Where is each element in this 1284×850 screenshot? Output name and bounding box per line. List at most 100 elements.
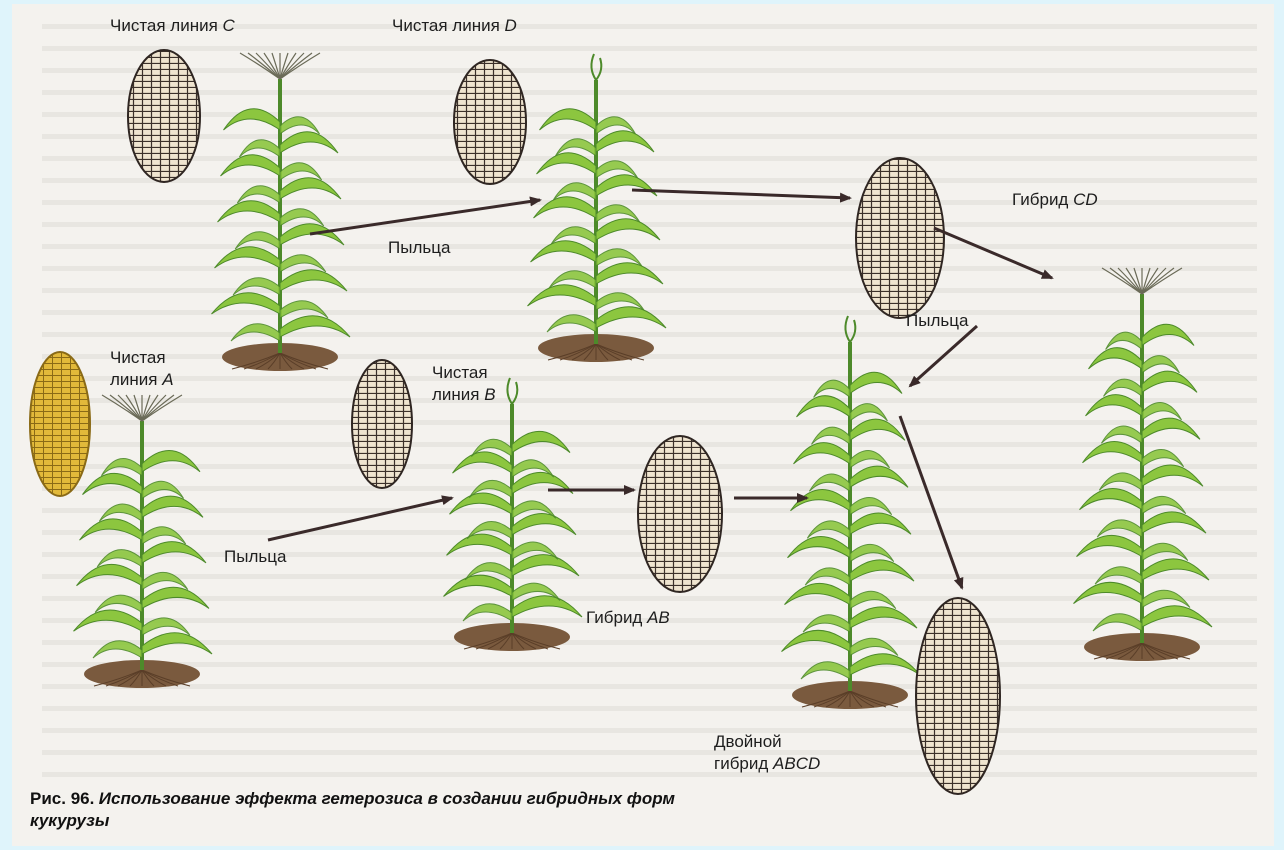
- caption-line-1: Рис. 96. Использование эффекта гетерозис…: [30, 789, 675, 808]
- cob-hybrid-ab: [638, 436, 722, 592]
- leaf: [224, 109, 281, 130]
- leaf: [596, 263, 663, 284]
- tassel-strand: [264, 53, 280, 79]
- leaf: [1101, 426, 1142, 443]
- caption-line-2: кукурузы: [30, 811, 110, 830]
- leaf: [1142, 512, 1206, 533]
- leaf: [280, 117, 320, 134]
- leaf: [453, 452, 513, 473]
- leaf: [850, 544, 894, 561]
- leaf: [547, 315, 596, 332]
- plant-line-b: [444, 378, 583, 651]
- leaf: [1095, 567, 1142, 584]
- leaf: [1142, 403, 1182, 420]
- tassel-strand: [280, 53, 296, 79]
- leaf: [850, 466, 908, 487]
- leaf: [280, 163, 322, 180]
- leaf: [791, 490, 851, 511]
- arrow-d-to-cd: [632, 190, 850, 198]
- leaf: [215, 247, 281, 268]
- leaf: [782, 630, 851, 651]
- leaf: [239, 140, 280, 157]
- leaf: [1142, 324, 1194, 345]
- figure-caption: Рис. 96. Использование эффекта гетерозис…: [30, 789, 675, 830]
- cob-hybrid-cd: [856, 158, 944, 318]
- leaf: [77, 564, 143, 585]
- figure-page: Чистая линия C Чистая линия D Гибрид CD …: [12, 4, 1274, 846]
- label-line-b-2: линия B: [432, 385, 496, 404]
- leaf: [142, 587, 209, 608]
- heterosis-diagram: Чистая линия C Чистая линия D Гибрид CD …: [12, 4, 1274, 846]
- leaf: [1089, 348, 1143, 369]
- leaf: [1142, 590, 1190, 607]
- leaf: [850, 607, 917, 628]
- leaf: [142, 542, 206, 563]
- label-double-hybrid-1: Двойной: [714, 732, 782, 751]
- leaf: [1142, 543, 1188, 560]
- label-line-a-2: линия A: [110, 370, 174, 389]
- cob-line-c: [128, 50, 200, 182]
- leaf: [537, 153, 597, 174]
- background-text-texture: [42, 24, 1257, 777]
- leaf: [1086, 395, 1143, 416]
- leaf: [850, 654, 920, 675]
- plant-line-c: [212, 53, 351, 371]
- label-pollen-2: Пыльца: [224, 547, 287, 566]
- label-hybrid-ab: Гибрид AB: [586, 608, 670, 627]
- leaf: [596, 219, 660, 240]
- leaf: [80, 519, 143, 540]
- cob-line-d: [454, 60, 526, 184]
- leaf: [1080, 488, 1143, 509]
- leaf: [807, 521, 850, 538]
- label-hybrid-cd: Гибрид CD: [1012, 190, 1098, 209]
- leaf: [805, 568, 850, 585]
- label-line-c: Чистая линия C: [110, 16, 236, 35]
- label-line-d: Чистая линия D: [392, 16, 517, 35]
- leaf: [528, 285, 597, 306]
- leaf: [1104, 379, 1143, 396]
- leaf: [850, 372, 902, 393]
- leaf: [803, 615, 850, 632]
- label-pollen-1: Пыльца: [388, 238, 451, 257]
- pollen-arrow-d: [310, 200, 540, 234]
- leaf: [1142, 371, 1197, 392]
- plant-tip: [845, 316, 855, 342]
- arrow-to-double-hybrid: [900, 416, 962, 588]
- label-double-hybrid-2: гибрид ABCD: [714, 754, 820, 773]
- leaf: [596, 175, 657, 196]
- leaf: [812, 427, 851, 444]
- leaf: [142, 527, 186, 544]
- cob-line-b: [352, 360, 412, 488]
- leaf: [83, 473, 143, 494]
- leaf: [785, 583, 851, 604]
- leaf: [142, 633, 212, 654]
- leaf: [142, 496, 203, 517]
- leaf: [596, 307, 666, 328]
- label-pollen-3: Пыльца: [906, 311, 969, 330]
- leaf: [142, 481, 184, 498]
- leaf: [1093, 614, 1142, 631]
- leaf: [540, 109, 597, 130]
- leaf: [231, 324, 280, 341]
- label-line-a-1: Чистая: [110, 348, 166, 367]
- leaf: [280, 301, 328, 318]
- label-line-b-1: Чистая: [432, 363, 488, 382]
- tassel-strand: [248, 53, 280, 79]
- leaf: [99, 504, 142, 521]
- leaf: [512, 431, 570, 452]
- leaf: [74, 610, 143, 631]
- plant-line-d: [528, 54, 667, 362]
- cob-line-a: [30, 352, 90, 496]
- leaf: [280, 270, 347, 291]
- leaf: [850, 591, 896, 608]
- leaf: [1142, 606, 1212, 627]
- plant-tip: [591, 54, 601, 80]
- cob-double-hybrid: [916, 598, 1000, 794]
- leaf: [101, 458, 142, 475]
- leaf: [850, 404, 887, 421]
- leaf: [534, 197, 597, 218]
- leaf: [596, 131, 654, 152]
- leaf: [512, 555, 579, 576]
- leaf: [814, 380, 850, 397]
